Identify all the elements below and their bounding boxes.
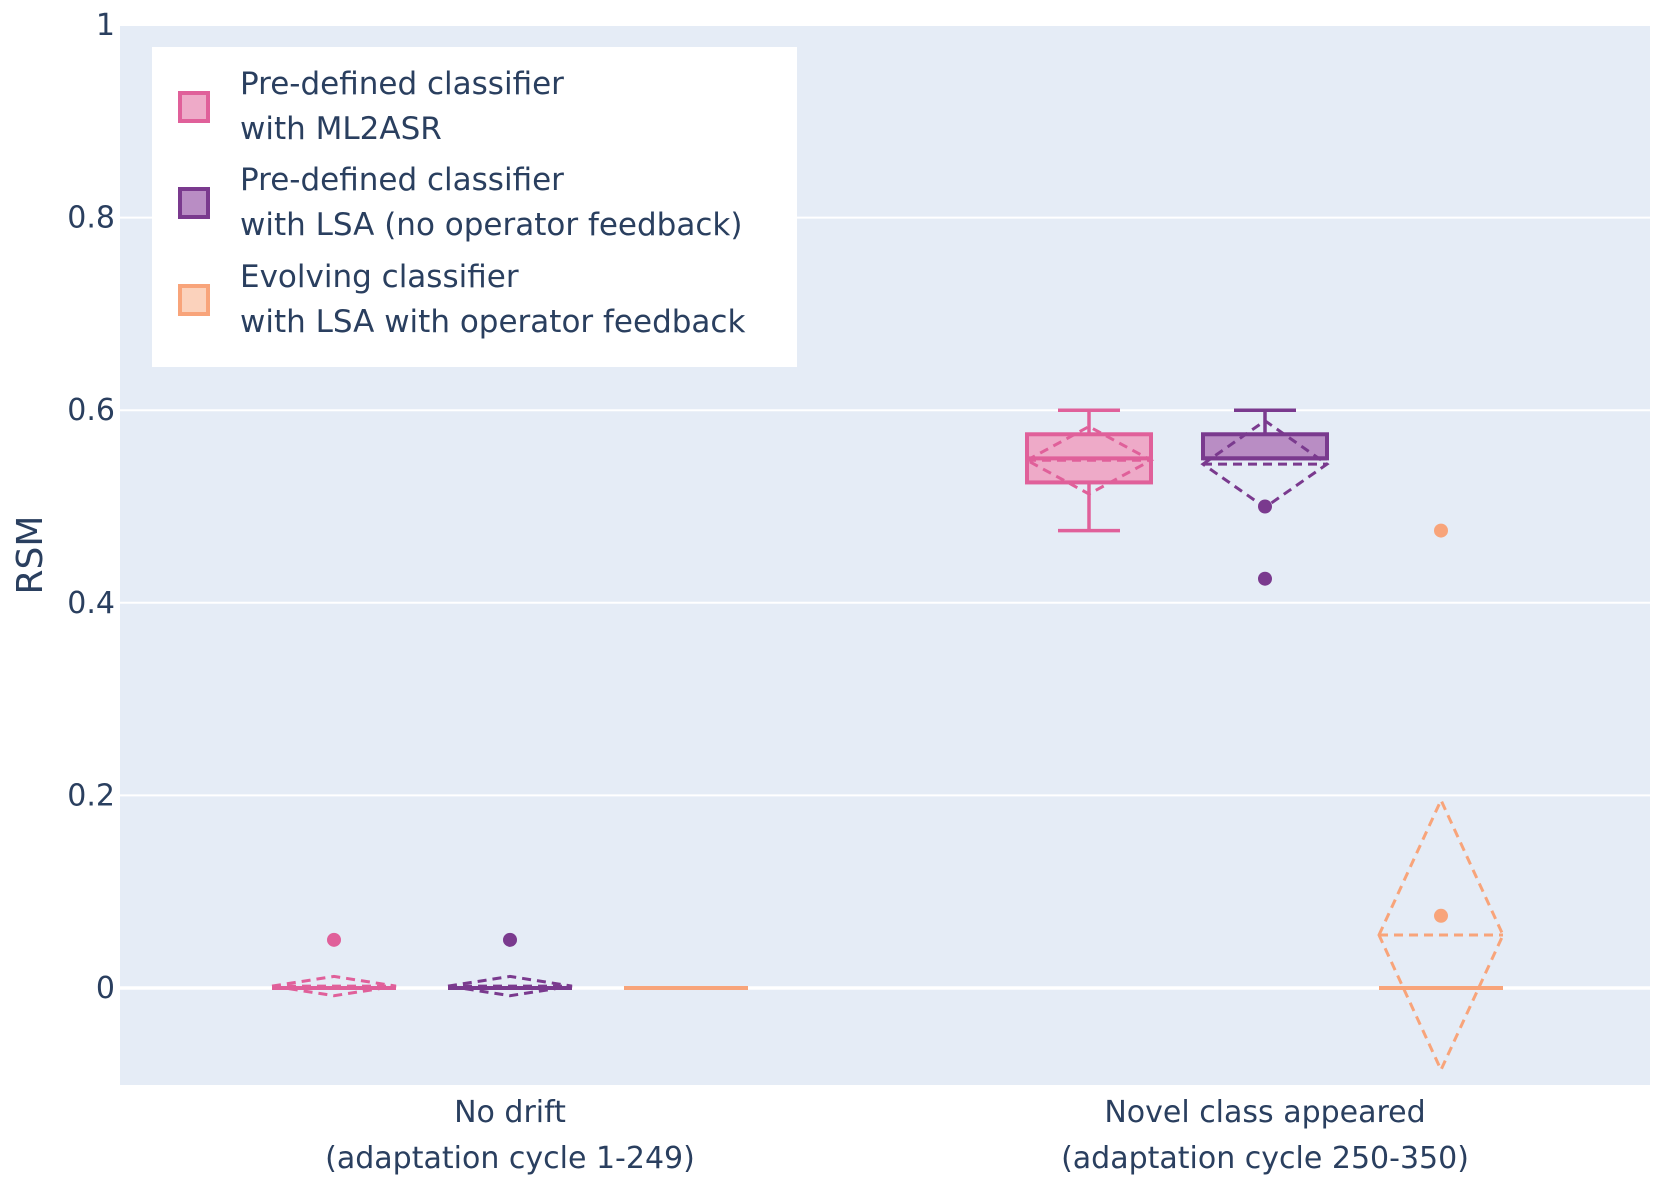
y-axis-title: RSM [10, 516, 51, 595]
x-tick-label: No drift [454, 1095, 566, 1130]
legend-label: Pre-defined classifier [240, 162, 564, 198]
sd-diamond [1023, 424, 1155, 496]
box-1-1 [1200, 408, 1330, 586]
outlier-point [1434, 908, 1448, 923]
y-tick-label: 0.8 [67, 201, 115, 236]
outlier-point [503, 932, 517, 947]
legend-swatch [178, 284, 210, 316]
outlier-point [1258, 571, 1272, 586]
sd-diamond [1377, 796, 1505, 1074]
outlier-point [327, 932, 341, 947]
y-tick-label: 0 [96, 971, 115, 1006]
y-axis-ticks: 0 0.2 0.4 0.6 0.8 1 [67, 8, 115, 1006]
box-1-0 [447, 932, 573, 998]
box-0-1 [1023, 408, 1155, 533]
y-tick-label: 1 [96, 8, 115, 43]
box-body [1201, 432, 1329, 461]
x-tick-label: Novel class appeared [1104, 1095, 1425, 1130]
y-tick-label: 0.2 [67, 778, 115, 813]
legend-sublabel: with ML2ASR [240, 111, 442, 147]
y-tick-label: 0.4 [67, 586, 115, 621]
sd-diamond [447, 974, 573, 998]
box-2-1 [1377, 523, 1505, 1074]
legend-label: Pre-defined classifier [240, 66, 564, 102]
legend-sublabel: with LSA (no operator feedback) [240, 207, 742, 243]
outlier-point [1434, 523, 1448, 538]
outlier-point [1258, 499, 1272, 514]
x-tick-sublabel: (adaptation cycle 250-350) [1061, 1141, 1469, 1176]
legend-sublabel: with LSA with operator feedback [240, 304, 745, 340]
sd-diamond [1200, 418, 1330, 510]
x-axis-ticks: No drift (adaptation cycle 1-249) Novel cl… [325, 1095, 1469, 1176]
legend-box [152, 47, 797, 367]
sd-diamond [271, 974, 397, 998]
box-0-0 [271, 932, 397, 998]
y-tick-label: 0.6 [67, 393, 115, 428]
box-series [271, 408, 1505, 1074]
legend-swatch [178, 187, 210, 219]
legend: Pre-defined classifier with ML2ASR Pre-def… [152, 47, 797, 367]
legend-label: Evolving classifier [240, 259, 519, 295]
legend-swatch [178, 91, 210, 123]
x-tick-sublabel: (adaptation cycle 1-249) [325, 1141, 695, 1176]
